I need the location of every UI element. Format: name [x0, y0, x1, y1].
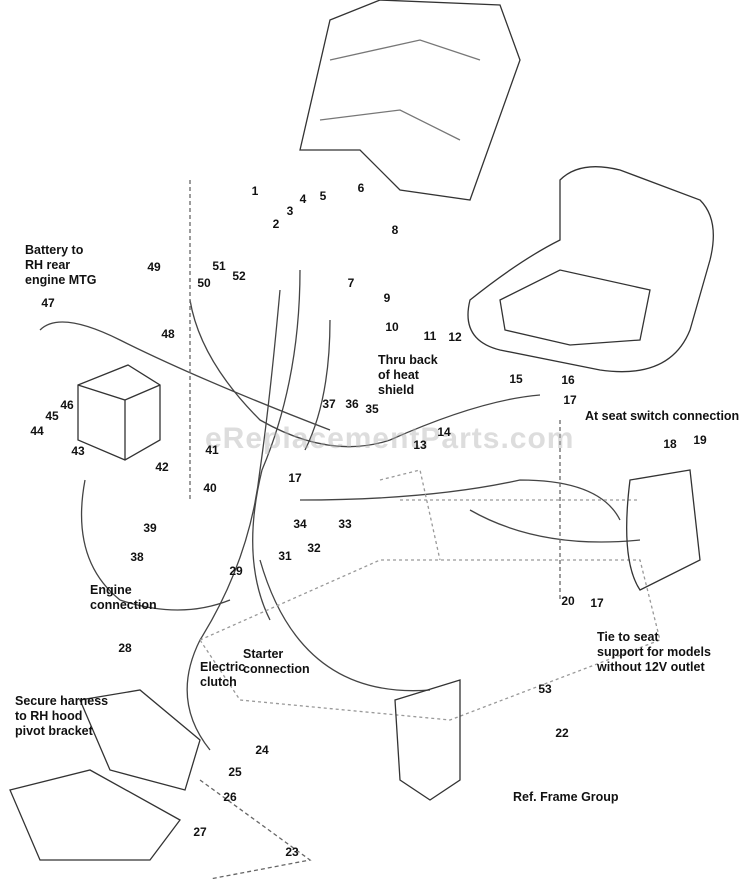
callout-9: 9 — [383, 291, 391, 305]
note-starter: Starter connection — [243, 647, 310, 676]
callout-41: 41 — [205, 443, 219, 457]
callout-4: 4 — [299, 192, 307, 206]
callout-44: 44 — [30, 424, 44, 438]
note-frame: Ref. Frame Group — [513, 790, 619, 804]
callout-12: 12 — [448, 330, 462, 344]
callout-34: 34 — [293, 517, 307, 531]
callout-47: 47 — [41, 296, 55, 310]
callout-26: 26 — [223, 790, 237, 804]
callout-15: 15 — [509, 372, 523, 386]
callout-39: 39 — [143, 521, 157, 535]
watermark: eReplacementParts.com — [205, 422, 575, 455]
callout-19: 19 — [693, 433, 707, 447]
headlight-lens — [9, 769, 181, 861]
callout-46: 46 — [60, 398, 74, 412]
callout-52: 52 — [232, 269, 246, 283]
callout-1: 1 — [251, 184, 259, 198]
callout-11: 11 — [423, 329, 437, 343]
note-harness: Secure harness to RH hood pivot bracket — [15, 694, 109, 738]
callout-22: 22 — [555, 726, 569, 740]
callout-40: 40 — [203, 481, 217, 495]
note-battery: Battery to RH rear engine MTG — [25, 243, 97, 287]
note-seat-switch: At seat switch connection — [585, 409, 740, 423]
callout-37: 37 — [322, 397, 336, 411]
callout-28: 28 — [118, 641, 132, 655]
callout-33: 33 — [338, 517, 352, 531]
callout-16: 16 — [561, 373, 575, 387]
note-seat-support: Tie to seat support for models without 1… — [597, 630, 711, 674]
callout-48: 48 — [161, 327, 175, 341]
callout-6: 6 — [357, 181, 365, 195]
callout-35: 35 — [365, 402, 379, 416]
callout-32: 32 — [307, 541, 321, 555]
callout-49: 49 — [147, 260, 161, 274]
wire-harness — [39, 269, 641, 751]
callout-42: 42 — [155, 460, 169, 474]
note-clutch: Electric clutch — [200, 660, 246, 689]
callout-38: 38 — [130, 550, 144, 564]
callout-36: 36 — [345, 397, 359, 411]
seat-part — [467, 166, 714, 373]
callout-29: 29 — [229, 564, 243, 578]
callout-13: 13 — [413, 438, 427, 452]
callout-17: 17 — [590, 596, 604, 610]
callout-24: 24 — [255, 743, 269, 757]
callout-27: 27 — [193, 825, 207, 839]
callout-45: 45 — [45, 409, 59, 423]
callout-43: 43 — [71, 444, 85, 458]
callout-8: 8 — [391, 223, 399, 237]
callout-5: 5 — [319, 189, 327, 203]
callout-50: 50 — [197, 276, 211, 290]
frame-outline — [199, 469, 661, 721]
callout-17: 17 — [563, 393, 577, 407]
callout-3: 3 — [286, 204, 294, 218]
callout-14: 14 — [437, 425, 451, 439]
hood-part — [299, 0, 521, 201]
callout-20: 20 — [561, 594, 575, 608]
callout-17: 17 — [288, 471, 302, 485]
callout-2: 2 — [272, 217, 280, 231]
callout-23: 23 — [285, 845, 299, 859]
note-engine: Engine connection — [90, 583, 157, 612]
callout-25: 25 — [228, 765, 242, 779]
headlight-housing — [79, 689, 201, 791]
callout-51: 51 — [212, 259, 226, 273]
battery-part — [77, 364, 161, 461]
callout-31: 31 — [278, 549, 292, 563]
note-heat-shield: Thru back of heat shield — [378, 353, 438, 397]
seat-switch-part — [626, 469, 701, 591]
callout-18: 18 — [663, 437, 677, 451]
callout-53: 53 — [538, 682, 552, 696]
bracket-part — [394, 679, 461, 801]
callout-10: 10 — [385, 320, 399, 334]
callout-7: 7 — [347, 276, 355, 290]
